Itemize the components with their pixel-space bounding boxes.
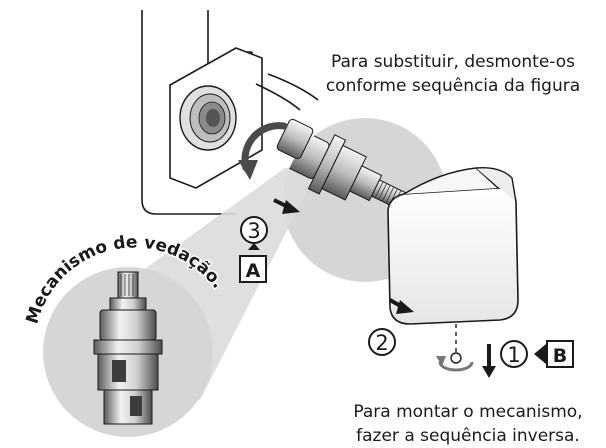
pipe-stub xyxy=(255,73,319,111)
disassemble-line-2: conforme sequência da figura xyxy=(325,76,581,96)
step-2-marker: 2 xyxy=(368,328,396,356)
step-3-marker: 3 xyxy=(240,216,268,250)
cartridge-detail xyxy=(93,271,163,425)
step-2-number: 2 xyxy=(375,331,388,355)
unscrew-rotation-arrow xyxy=(238,122,288,180)
assemble-instruction: Para montar o mecanismo, fazer a sequênc… xyxy=(330,400,606,448)
tag-a: A xyxy=(239,255,267,283)
tag-b: B xyxy=(534,340,574,368)
cartridge-upper xyxy=(276,118,314,160)
tag-a-letter: A xyxy=(246,260,261,282)
step-3-number: 3 xyxy=(247,219,260,243)
remove-arrow-step-3 xyxy=(273,198,300,214)
step-1-marker: 1 xyxy=(500,340,528,368)
assemble-line-2: fazer a sequência inversa. xyxy=(356,426,580,446)
set-screw xyxy=(436,352,474,372)
handle-cube xyxy=(387,167,519,325)
assemble-line-1: Para montar o mecanismo, xyxy=(353,402,583,422)
threaded-outlet xyxy=(169,47,263,189)
down-arrow-step-1 xyxy=(482,344,496,378)
cartridge-exploded xyxy=(286,131,408,210)
disassemble-instruction: Para substituir, desmonte-os conforme se… xyxy=(303,50,603,98)
remove-arrow-step-2 xyxy=(389,298,414,314)
step-1-number: 1 xyxy=(507,343,520,367)
disassemble-line-1: Para substituir, desmonte-os xyxy=(330,52,576,72)
tag-b-letter: B xyxy=(553,345,567,367)
